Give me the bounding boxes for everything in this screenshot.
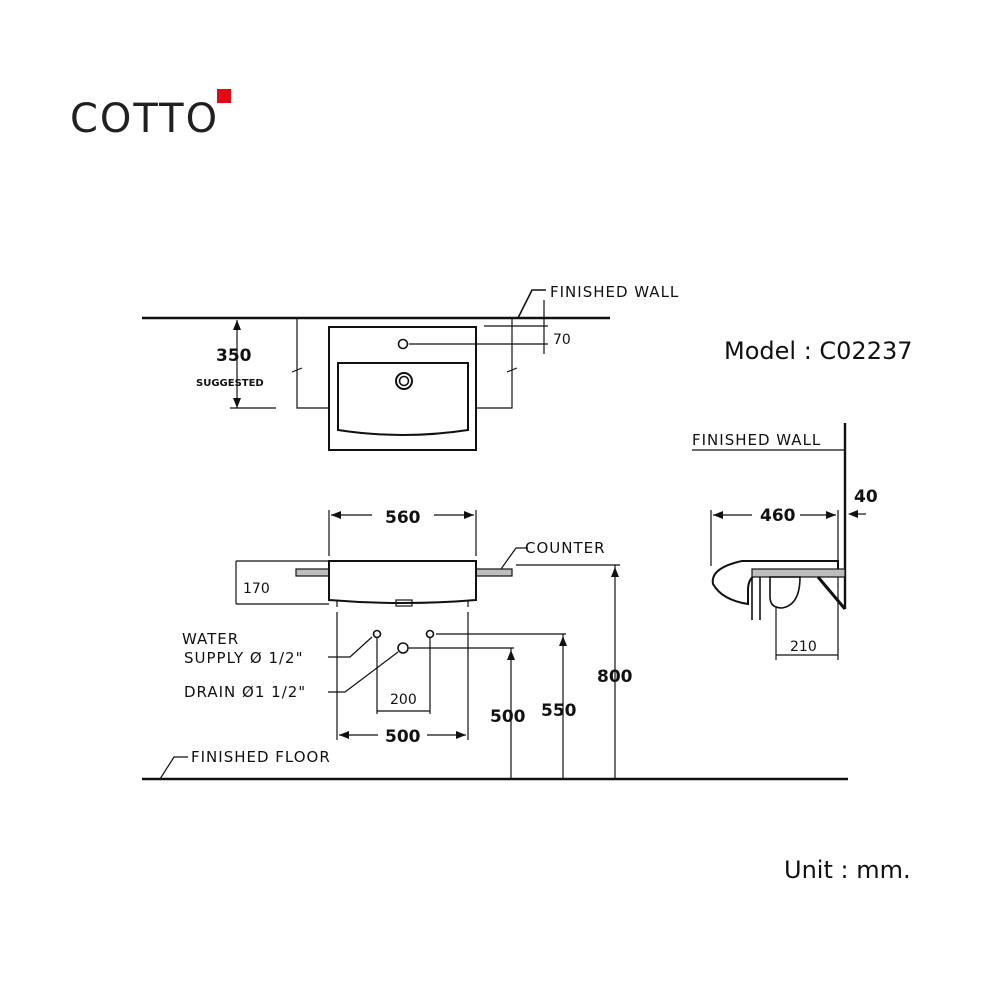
dim-800: 800	[597, 667, 633, 687]
dim-170: 170	[243, 581, 270, 597]
model-label: Model : C02237	[724, 337, 913, 365]
dim-500-height: 500	[490, 707, 526, 727]
dim-200: 200	[390, 692, 417, 708]
dim-70: 70	[553, 332, 571, 348]
top-view	[142, 289, 610, 451]
counter-label: COUNTER	[525, 539, 606, 557]
dim-560: 560	[385, 508, 421, 528]
suggested-label: SUGGESTED	[196, 378, 264, 389]
unit-label: Unit : mm.	[784, 856, 911, 884]
finished-wall-top-label: FINISHED WALL	[550, 283, 679, 301]
water-supply-label-line2: SUPPLY Ø 1/2"	[184, 649, 304, 667]
dim-500-width: 500	[385, 727, 421, 747]
finished-floor-label: FINISHED FLOOR	[191, 748, 331, 766]
drain-label: DRAIN Ø1 1/2"	[184, 683, 306, 701]
dim-210: 210	[790, 639, 817, 655]
dim-40: 40	[854, 487, 878, 507]
dim-350: 350	[216, 346, 252, 366]
dim-460: 460	[760, 506, 796, 526]
finished-wall-side-label: FINISHED WALL	[692, 431, 821, 449]
water-supply-label-line1: WATER	[182, 630, 239, 648]
front-view	[142, 510, 848, 781]
side-view	[692, 423, 866, 660]
dim-550: 550	[541, 701, 577, 721]
brand-logo: COTTO	[70, 96, 220, 142]
brand-logo-mark	[217, 89, 231, 103]
